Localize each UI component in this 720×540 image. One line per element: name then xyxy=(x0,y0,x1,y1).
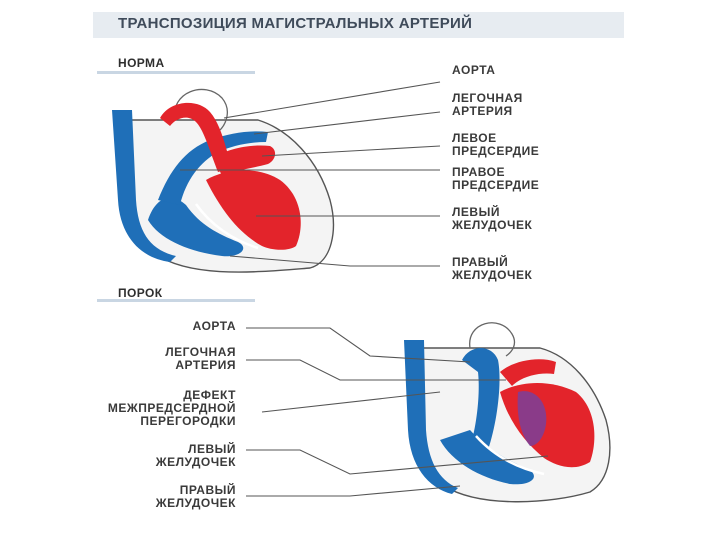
leader-defect-right-ventricle xyxy=(246,486,460,496)
label-defect-left-ventricle: ЛЕВЫЙ ЖЕЛУДОЧЕК xyxy=(96,443,236,469)
label-defect-aorta: АОРТА xyxy=(96,320,236,333)
label-norm-left-ventricle: ЛЕВЫЙ ЖЕЛУДОЧЕК xyxy=(452,206,532,232)
label-norm-right-ventricle: ПРАВЫЙ ЖЕЛУДОЧЕК xyxy=(452,256,532,282)
defect-heart-diagram xyxy=(404,323,610,502)
leader-norm-pulmonary xyxy=(254,112,440,134)
label-defect-pulmonary-artery: ЛЕГОЧНАЯ АРТЕРИЯ xyxy=(96,346,236,372)
label-defect-septal-defect: ДЕФЕКТ МЕЖПРЕДСЕРДНОЙ ПЕРЕГОРОДКИ xyxy=(60,389,236,428)
normal-heart-diagram xyxy=(112,89,333,272)
leader-norm-aorta xyxy=(224,82,440,118)
label-norm-aorta: АОРТА xyxy=(452,64,495,77)
label-defect-right-ventricle: ПРАВЫЙ ЖЕЛУДОЧЕК xyxy=(96,484,236,510)
label-norm-right-atrium: ПРАВОЕ ПРЕДСЕРДИЕ xyxy=(452,166,539,192)
label-norm-pulmonary-artery: ЛЕГОЧНАЯ АРТЕРИЯ xyxy=(452,92,523,118)
label-norm-left-atrium: ЛЕВОЕ ПРЕДСЕРДИЕ xyxy=(452,132,539,158)
